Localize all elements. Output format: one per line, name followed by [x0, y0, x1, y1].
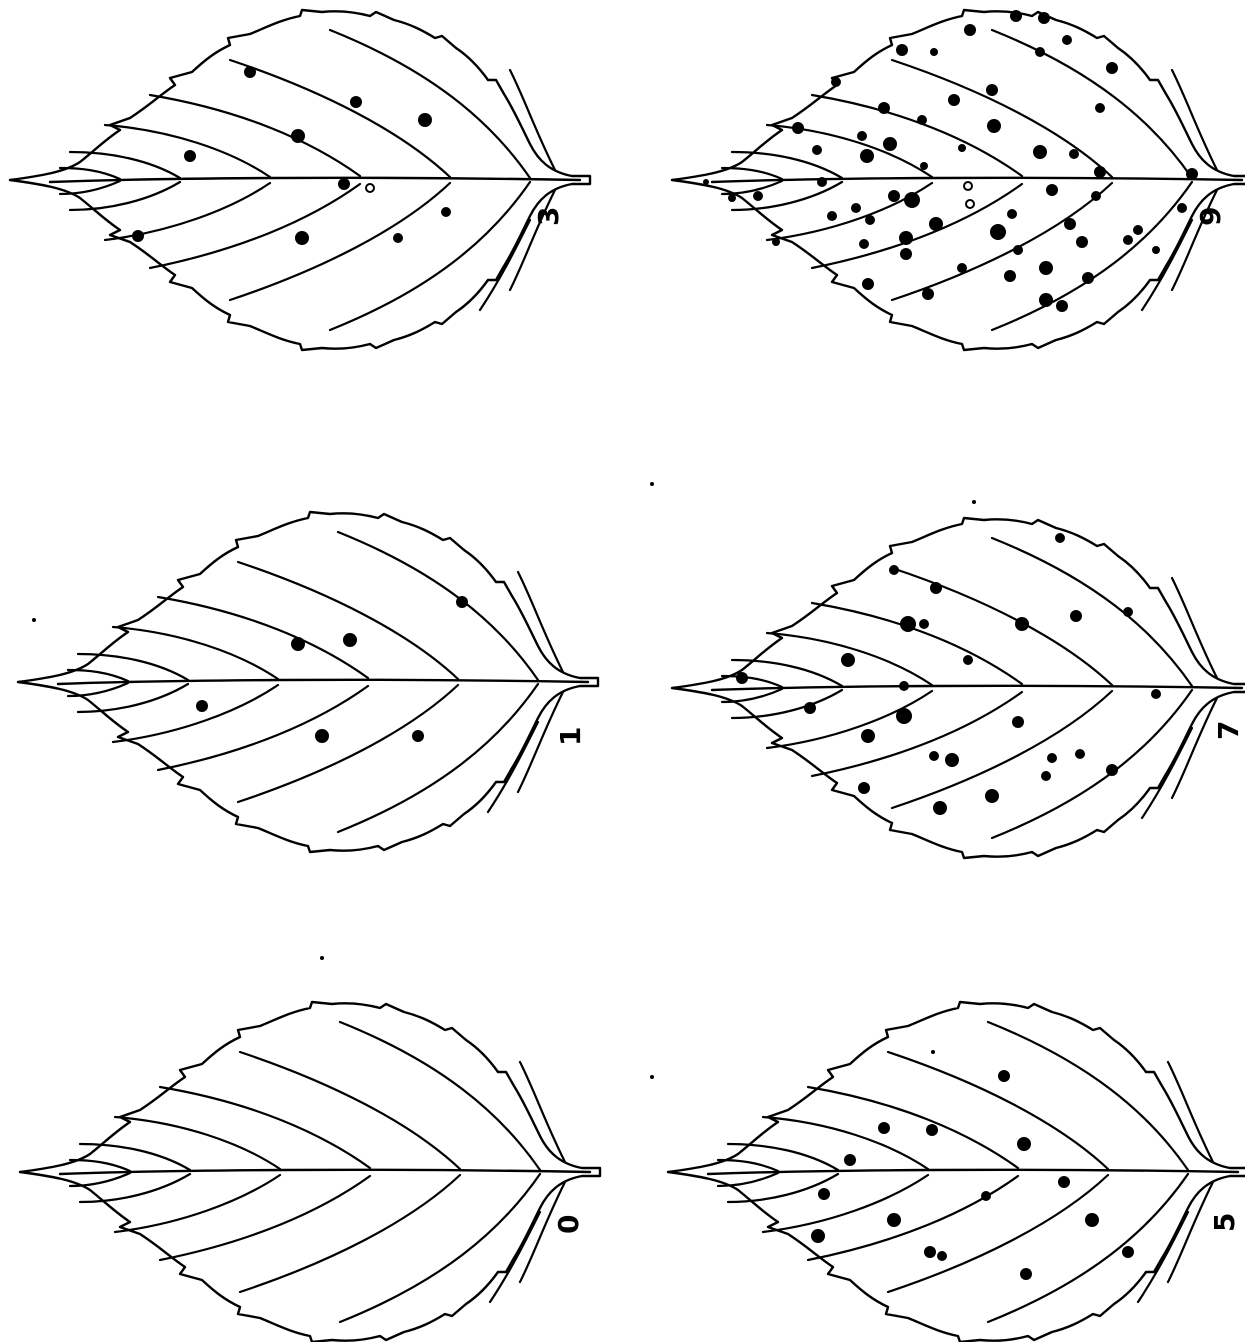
scale-label-0: 0 [552, 1215, 585, 1234]
leaf-panel-1 [18, 512, 598, 852]
leaf-spots [703, 10, 1198, 312]
leaf-panel-0 [20, 1002, 600, 1342]
leaf-outline [20, 1002, 600, 1342]
leaf-outline [18, 512, 598, 852]
scale-label-5: 5 [1208, 1213, 1241, 1232]
leaf-outline [672, 10, 1245, 350]
scale-label-1: 1 [554, 727, 587, 746]
leaf-spots [736, 533, 1161, 815]
leaf-panel-9 [672, 10, 1245, 350]
leaf-panel-3 [10, 10, 590, 350]
scale-label-3: 3 [532, 207, 565, 226]
scale-label-9: 9 [1194, 207, 1227, 226]
scale-label-7: 7 [1212, 721, 1245, 740]
leaf-spots [196, 596, 468, 743]
leaf-outline [668, 1002, 1245, 1342]
leaf-outline [672, 518, 1245, 858]
leaf-panel-7 [672, 518, 1245, 858]
leaf-panel-5 [668, 1002, 1245, 1342]
leaf-spots [132, 66, 451, 245]
leaf-outline [10, 10, 590, 350]
